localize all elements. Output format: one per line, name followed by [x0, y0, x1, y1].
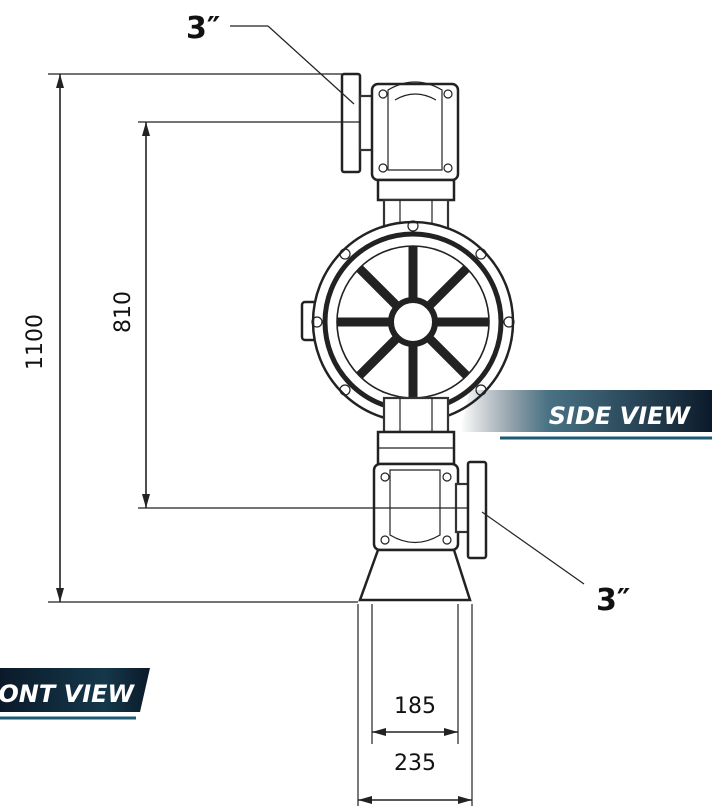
base-stand [358, 548, 472, 602]
dim-1100-label: 1100 [23, 314, 48, 370]
dim-235-label: 235 [394, 751, 436, 776]
lower-pipe [382, 396, 450, 434]
front-view-banner [0, 668, 150, 720]
top-flange [340, 72, 362, 174]
bottom-port-label: 3″ [596, 583, 630, 618]
bottom-port-leader [481, 511, 585, 585]
dim-port-spacing [138, 121, 468, 509]
dim-overall-height [48, 73, 358, 603]
chamber-hub [388, 297, 438, 347]
side-view-banner [460, 390, 712, 440]
dim-outer-width [357, 604, 473, 806]
bottom-flange [466, 460, 488, 560]
dim-inner-width [371, 604, 459, 744]
dim-185-label: 185 [394, 694, 436, 719]
bottom-manifold [372, 462, 460, 552]
pump-body [300, 72, 515, 602]
upper-collar [376, 178, 456, 202]
side-view-label: SIDE VIEW [549, 402, 692, 430]
dim-810-label: 810 [111, 291, 136, 333]
front-view-label: ONT VIEW [0, 680, 136, 708]
top-port-label: 3″ [186, 11, 220, 46]
top-port-leader [230, 25, 355, 105]
